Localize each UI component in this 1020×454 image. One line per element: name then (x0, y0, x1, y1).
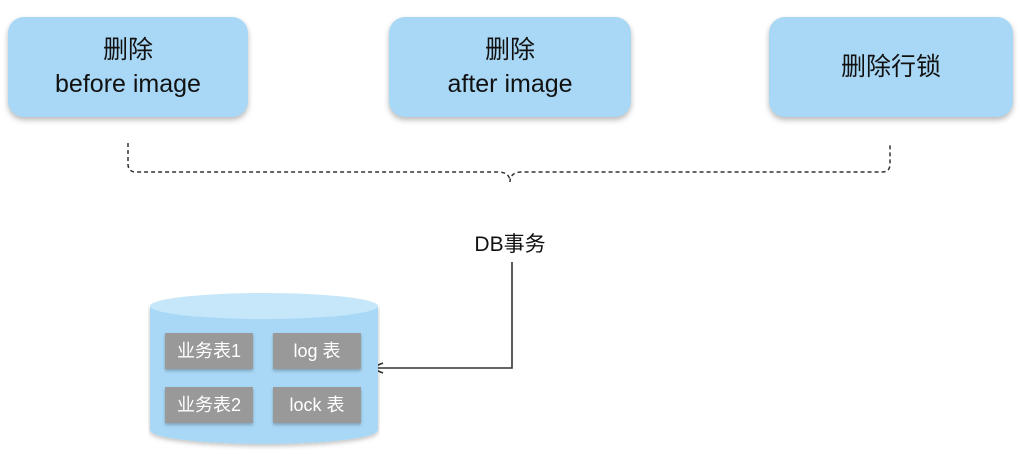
step-box-line2: after image (447, 70, 573, 98)
step-box-line1: 删除行锁 (840, 53, 941, 81)
dashed-brace (127, 143, 891, 183)
step-box-delete-row-lock: 删除行锁 (769, 17, 1013, 117)
table-business-1: 业务表1 (165, 333, 253, 369)
database-icon (150, 293, 378, 444)
step-box-line1: 删除 (484, 36, 535, 64)
step-box-delete-before-image: 删除 before image (8, 17, 248, 117)
step-box-line1: 删除 (102, 36, 153, 64)
step-box-line2: before image (55, 70, 201, 98)
step-box-delete-after-image: 删除 after image (389, 17, 631, 117)
table-business-2: 业务表2 (165, 387, 253, 423)
table-lock: lock 表 (273, 387, 361, 423)
arrow-to-database (370, 262, 513, 374)
table-log: log 表 (273, 333, 361, 369)
db-transaction-label: DB事务 (474, 233, 546, 256)
database-cylinder: 业务表1 log 表 业务表2 lock 表 (148, 290, 380, 450)
